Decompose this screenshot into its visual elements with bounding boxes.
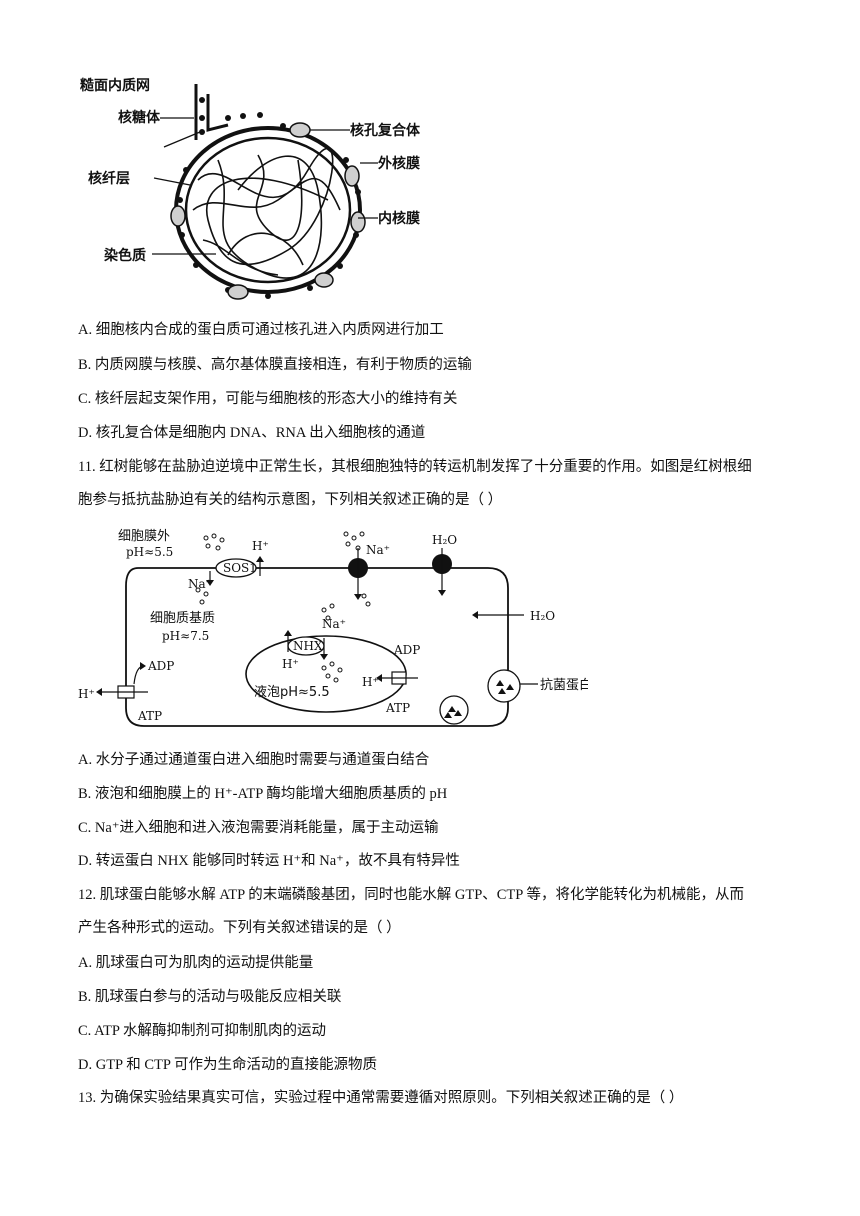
q10-option-d: D. 核孔复合体是细胞内 DNA、RNA 出入细胞核的通道 [78,425,426,441]
nucleus-diagram: 糙面内质网 核糖体 核纤层 染色质 核孔复合体 外核膜 内核膜 [80,77,421,300]
vacuole-adp: ADP [393,643,420,657]
sos1-na-plus: Na⁺ [188,577,212,591]
label-inner-membrane: 内核膜 [378,210,420,227]
sos1-label: SOS1 [223,561,257,575]
label-nuclear-pore-complex: 核孔复合体 [350,122,421,139]
vacuole-label: 液泡pH≈5.5 [254,685,330,700]
membrane-adp: ADP [147,659,174,673]
outside-h2o: H₂O [530,609,555,623]
membrane-h-plus: H⁺ [78,687,95,701]
outside-label: 细胞膜外 [118,529,170,544]
vacuole-atp: ATP [385,701,410,715]
antibacterial-label: 抗菌蛋白 [540,677,588,693]
q12-option-b: B. 肌球蛋白参与的活动与吸能反应相关联 [78,989,342,1005]
sos1-h-plus: H⁺ [252,539,269,553]
q10-option-a: A. 细胞核内合成的蛋白质可通过核孔进入内质网进行加工 [78,322,444,338]
label-rough-er: 糙面内质网 [80,77,150,94]
outside-ph: pH≈5.5 [126,545,173,559]
label-nuclear-lamina: 核纤层 [88,170,130,187]
q12-option-a: A. 肌球蛋白可为肌肉的运动提供能量 [78,955,314,971]
q11-stem-line2: 胞参与抵抗盐胁迫有关的结构示意图，下列相关叙述正确的是（ ） [78,492,503,508]
q11-option-b: B. 液泡和细胞膜上的 H⁺-ATP 酶均能增大细胞质基质的 pH [78,786,448,802]
channel-na-plus: Na⁺ [366,543,390,557]
q10-option-c: C. 核纤层起支架作用，可能与细胞核的形态大小的维持有关 [78,391,458,407]
q13-stem-line1: 13. 为确保实验结果真实可信，实验过程中通常需要遵循对照原则。下列相关叙述正确… [78,1090,684,1106]
q11-option-a: A. 水分子通过通道蛋白进入细胞时需要与通道蛋白结合 [78,752,430,768]
q12-option-d: D. GTP 和 CTP 可作为生命活动的直接能源物质 [78,1057,378,1073]
q11-stem-line1: 11. 红树能够在盐胁迫逆境中正常生长，其根细胞独特的转运机制发挥了十分重要的作… [78,459,752,475]
nhx-h-plus: H⁺ [282,657,299,671]
label-ribosome: 核糖体 [118,109,161,126]
cytosol-label: 细胞质基质 [150,611,215,626]
q12-option-c: C. ATP 水解酶抑制剂可抑制肌肉的运动 [78,1023,326,1039]
q12-stem-line2: 产生各种形式的运动。下列有关叙述错误的是（ ） [78,920,401,936]
nhx-label: NHX [293,639,323,653]
channel-h2o: H₂O [432,533,457,547]
q12-stem-line1: 12. 肌球蛋白能够水解 ATP 的末端磷酸基团，同时也能水解 GTP、CTP … [78,887,744,903]
vacuole-h-plus: H⁺ [362,675,379,689]
q10-option-b: B. 内质网膜与核膜、高尔基体膜直接相连，有利于物质的运输 [78,357,472,373]
nhx-na-plus: Na⁺ [322,617,346,631]
q11-option-d: D. 转运蛋白 NHX 能够同时转运 H⁺和 Na⁺，故不具有特异性 [78,853,460,869]
q11-option-c: C. Na⁺进入细胞和进入液泡需要消耗能量，属于主动运输 [78,820,439,836]
label-chromatin: 染色质 [104,247,146,264]
membrane-atp: ATP [137,709,162,723]
label-outer-membrane: 外核膜 [378,155,420,172]
root-cell-diagram: SOS1 NHX 细胞膜外 [78,529,588,727]
cytosol-ph: pH≈7.5 [162,629,209,643]
